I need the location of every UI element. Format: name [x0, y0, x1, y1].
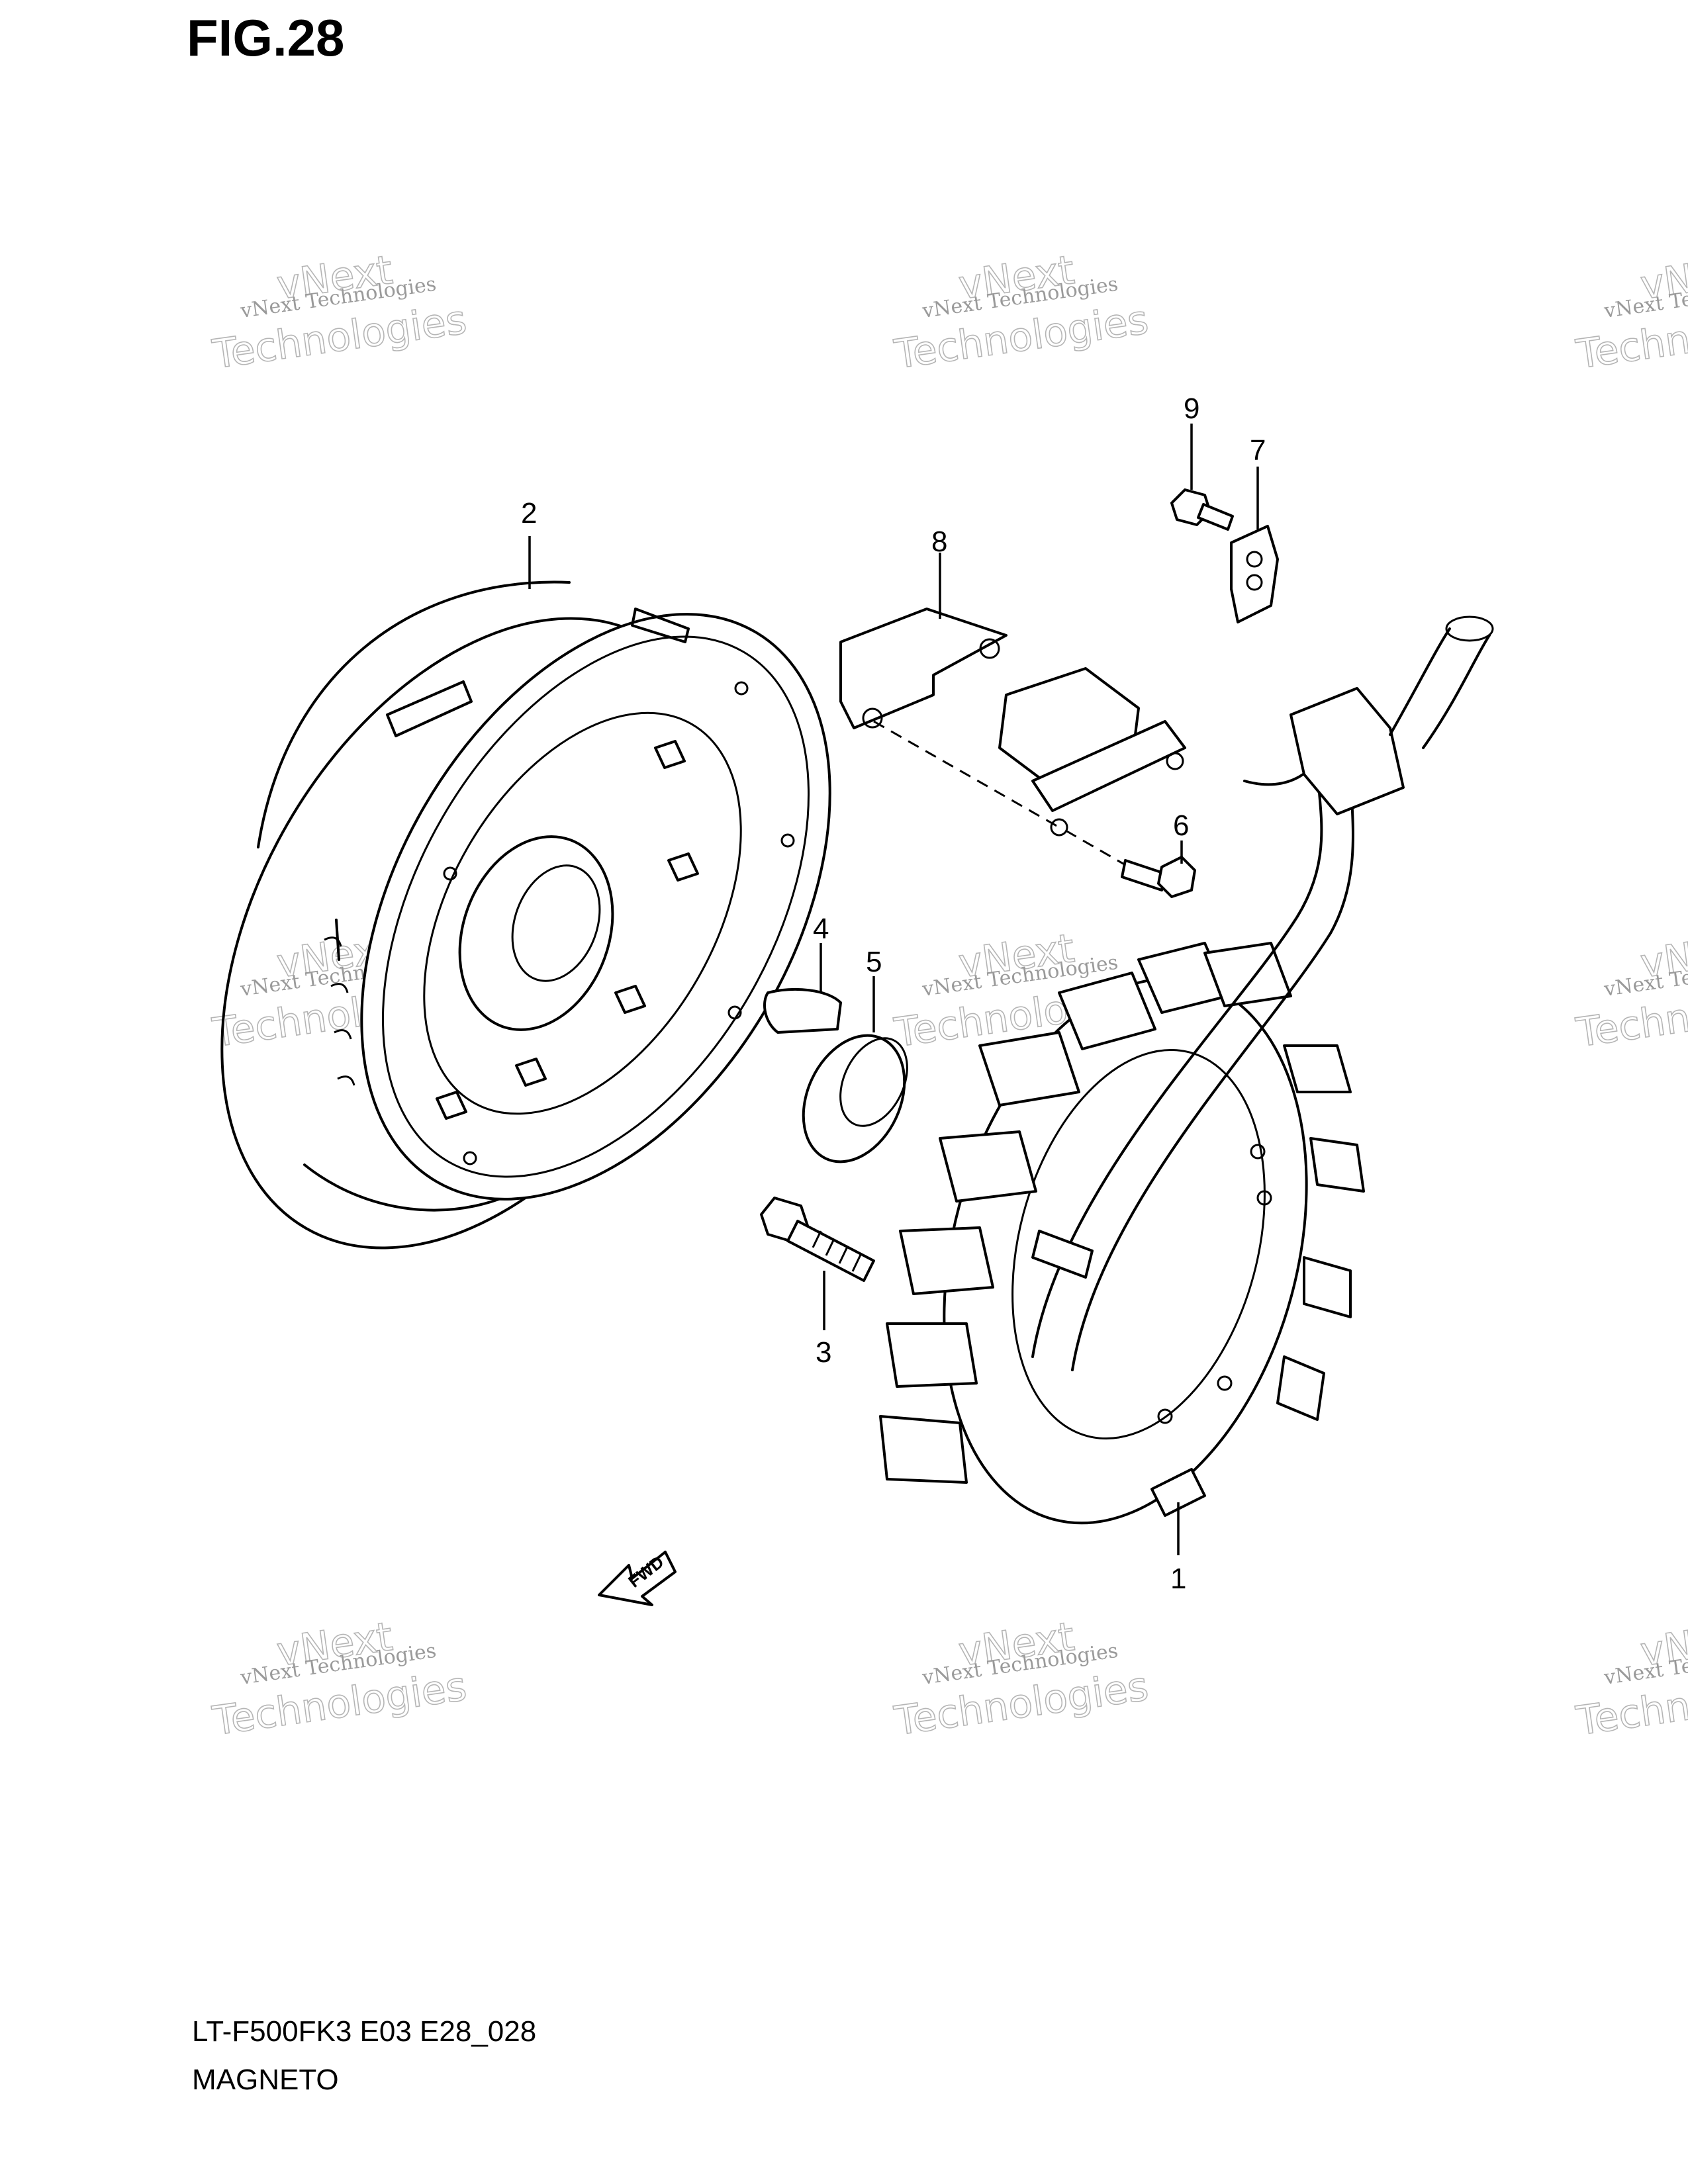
figure-title: FIG.28: [187, 9, 345, 67]
callout-8: 8: [931, 525, 947, 558]
washer: [802, 1034, 908, 1163]
callout-4: 4: [813, 913, 829, 945]
rotor-bolt: [760, 1197, 875, 1282]
watermark-tile: vNext vNext Technologies Technologies: [1573, 1613, 1688, 1745]
watermark-tile: vNext vNext Technologies Technologies: [1573, 246, 1688, 379]
key: [763, 988, 842, 1034]
leader-lines: [528, 424, 1259, 1555]
wiring-harness: [1031, 615, 1494, 1371]
fwd-arrow: FWD: [598, 1551, 677, 1606]
callout-2: 2: [521, 497, 537, 529]
callout-1: 1: [1170, 1563, 1186, 1595]
watermark-tile: vNext vNext Technologies Technologies: [209, 246, 470, 379]
watermark-tile: vNext vNext Technologies Technologies: [891, 1613, 1152, 1745]
callout-9: 9: [1184, 392, 1199, 425]
model-code: LT-F500FK3 E03 E28_028: [192, 2015, 537, 2048]
watermark-tile: vNext vNext Technologies Technologies: [891, 246, 1152, 379]
bolt-6: [1121, 856, 1196, 898]
clamp-7: [1230, 525, 1279, 623]
stator: [879, 942, 1365, 1525]
watermark-tile: vNext vNext Technologies Technologies: [1573, 925, 1688, 1057]
watermark-tile: vNext vNext Technologies Technologies: [209, 1613, 470, 1745]
rotor-flywheel: [220, 580, 831, 1250]
callout-6: 6: [1173, 809, 1189, 842]
callout-7: 7: [1250, 434, 1266, 467]
callout-3: 3: [816, 1336, 831, 1369]
callout-labels: 2 8 9 7 6 4 5 3 1: [521, 392, 1266, 1595]
callout-5: 5: [866, 946, 882, 978]
diagram-caption: MAGNETO: [192, 2064, 339, 2096]
bolt-9: [1170, 488, 1234, 531]
bracket-and-sensor: [839, 608, 1186, 882]
